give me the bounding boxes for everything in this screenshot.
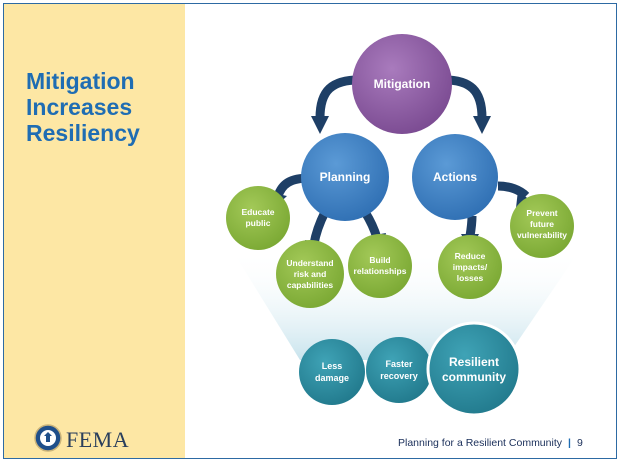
arrow-to-understand xyxy=(309,209,330,245)
node-actions-label: Actions xyxy=(433,170,477,184)
arrow-to-build xyxy=(361,209,382,240)
node-faster-recovery xyxy=(366,337,432,403)
node-actions xyxy=(412,134,498,220)
fema-logo-text: FEMA xyxy=(66,427,130,452)
slide-title: Mitigation Increases Resiliency xyxy=(26,68,176,146)
node-resilient-community-label: community xyxy=(442,370,506,384)
node-less-damage xyxy=(299,339,365,405)
title-line: Mitigation xyxy=(26,68,135,94)
arrow-to-reduce xyxy=(465,215,477,237)
node-educate-public xyxy=(226,186,290,250)
node-planning-label: Planning xyxy=(320,170,371,184)
node-understand-risk-label: capabilities xyxy=(287,280,334,290)
node-build-relationships xyxy=(348,234,412,298)
node-prevent-vulnerability-label: Prevent xyxy=(526,208,557,218)
node-prevent-vulnerability-label: future xyxy=(530,219,554,229)
title-line: Resiliency xyxy=(26,120,140,146)
node-prevent-vulnerability-label: vulnerability xyxy=(517,230,567,240)
arrowhead xyxy=(473,116,491,134)
node-less-damage-label: Less xyxy=(322,361,343,371)
slide-footer: Planning for a Resilient Community | 9 xyxy=(398,437,583,449)
node-faster-recovery-label: Faster xyxy=(385,359,413,369)
node-resilient-community-label: Resilient xyxy=(449,355,499,369)
node-educate-public-label: public xyxy=(245,218,270,228)
node-mitigation-label: Mitigation xyxy=(374,77,431,91)
arrow-to-prevent xyxy=(497,181,530,200)
node-reduce-impacts xyxy=(438,235,502,299)
node-prevent-vulnerability xyxy=(510,194,574,258)
arrowhead xyxy=(311,116,329,134)
sidebar-panel xyxy=(4,4,185,458)
node-understand-risk xyxy=(276,240,344,308)
node-resilient-community xyxy=(426,321,522,417)
node-build-relationships-label: relationships xyxy=(354,266,407,276)
node-less-damage-label: damage xyxy=(315,373,349,383)
node-understand-risk-label: Understand xyxy=(286,258,333,268)
page-number: 9 xyxy=(576,437,583,449)
footer-text: Planning for a Resilient Community xyxy=(398,437,562,449)
title-line: Increases xyxy=(26,94,133,120)
node-reduce-impacts-label: Reduce xyxy=(455,251,486,261)
node-faster-recovery-label: recovery xyxy=(380,371,418,381)
node-build-relationships-label: Build xyxy=(369,255,390,265)
node-mitigation xyxy=(352,34,452,134)
node-educate-public-label: Educate xyxy=(241,207,274,217)
dhs-seal-icon xyxy=(34,424,62,452)
node-planning xyxy=(301,133,389,221)
node-reduce-impacts-label: losses xyxy=(457,273,484,283)
node-reduce-impacts-label: impacts/ xyxy=(453,262,488,272)
footer-separator: | xyxy=(568,437,571,449)
fema-logo: FEMA xyxy=(34,424,144,454)
node-understand-risk-label: risk and xyxy=(294,269,327,279)
